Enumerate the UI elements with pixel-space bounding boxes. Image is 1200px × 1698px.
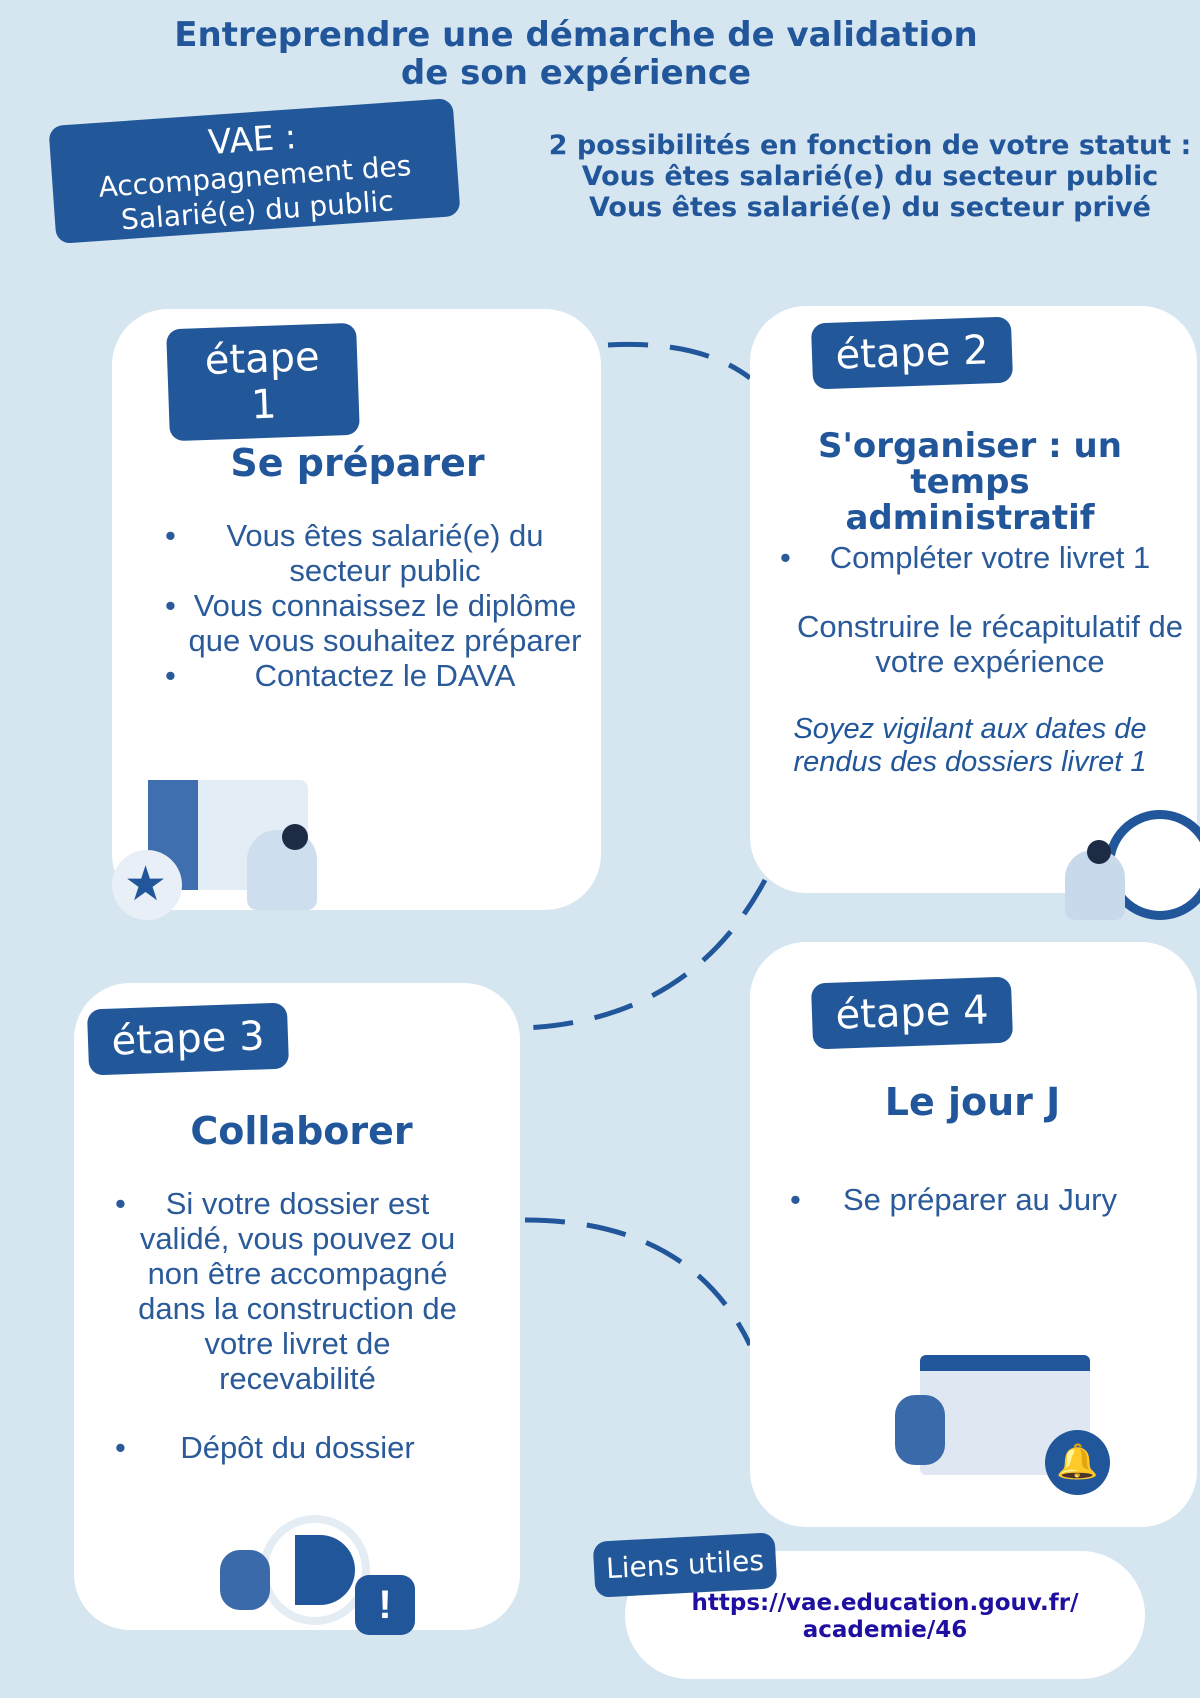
list-item: Vous êtes salarié(e) du secteur public [165, 518, 595, 588]
star-icon: ★ [124, 858, 168, 911]
useful-link[interactable]: https://vae.education.gouv.fr/academie/4… [691, 1590, 1079, 1643]
list-item: Se préparer au Jury [790, 1182, 1160, 1217]
step-2-card [750, 306, 1197, 893]
step-2-badge: étape 2 [810, 316, 1014, 390]
stopwatch-illustration: ! [200, 1490, 420, 1640]
bell-icon: 🔔 [1045, 1430, 1110, 1495]
step-2-title: S'organiser : un temps administratif [818, 426, 1122, 538]
step-1-list: Vous êtes salarié(e) du secteur public V… [165, 518, 595, 693]
list-item: Vous connaissez le diplôme que vous souh… [165, 588, 595, 658]
step-3-title: Collaborer [190, 1109, 413, 1153]
document-illustration: ★ [112, 780, 322, 920]
exclamation-icon: ! [355, 1575, 415, 1635]
step-3-badge: étape 3 [86, 1002, 290, 1076]
step-4-badge: étape 4 [810, 976, 1014, 1050]
list-item: Si votre dossier est validé, vous pouvez… [115, 1186, 470, 1396]
list-item: Dépôt du dossier [115, 1430, 470, 1465]
step-1-badge: étape 1 [166, 322, 360, 442]
step-2-list: Compléter votre livret 1 Construire le r… [780, 540, 1190, 679]
status-text: 2 possibilités en fonction de votre stat… [548, 130, 1192, 223]
step-4-list: Se préparer au Jury [790, 1182, 1160, 1217]
step-1-title: Se préparer [230, 441, 485, 485]
step-2-note: Soyez vigilant aux dates de rendus des d… [793, 713, 1147, 778]
list-item: Contactez le DAVA [165, 658, 595, 693]
step-2-text: Construire le récapitulatif de votre exp… [797, 609, 1183, 679]
links-badge: Liens utiles [592, 1532, 778, 1598]
calendar-illustration: 🔔 [895, 1345, 1120, 1505]
list-item: Compléter votre livret 1 [780, 540, 1190, 575]
step-4-title: Le jour J [884, 1080, 1061, 1124]
step-3-list: Si votre dossier est validé, vous pouvez… [115, 1186, 470, 1465]
clock-illustration [1045, 800, 1200, 925]
